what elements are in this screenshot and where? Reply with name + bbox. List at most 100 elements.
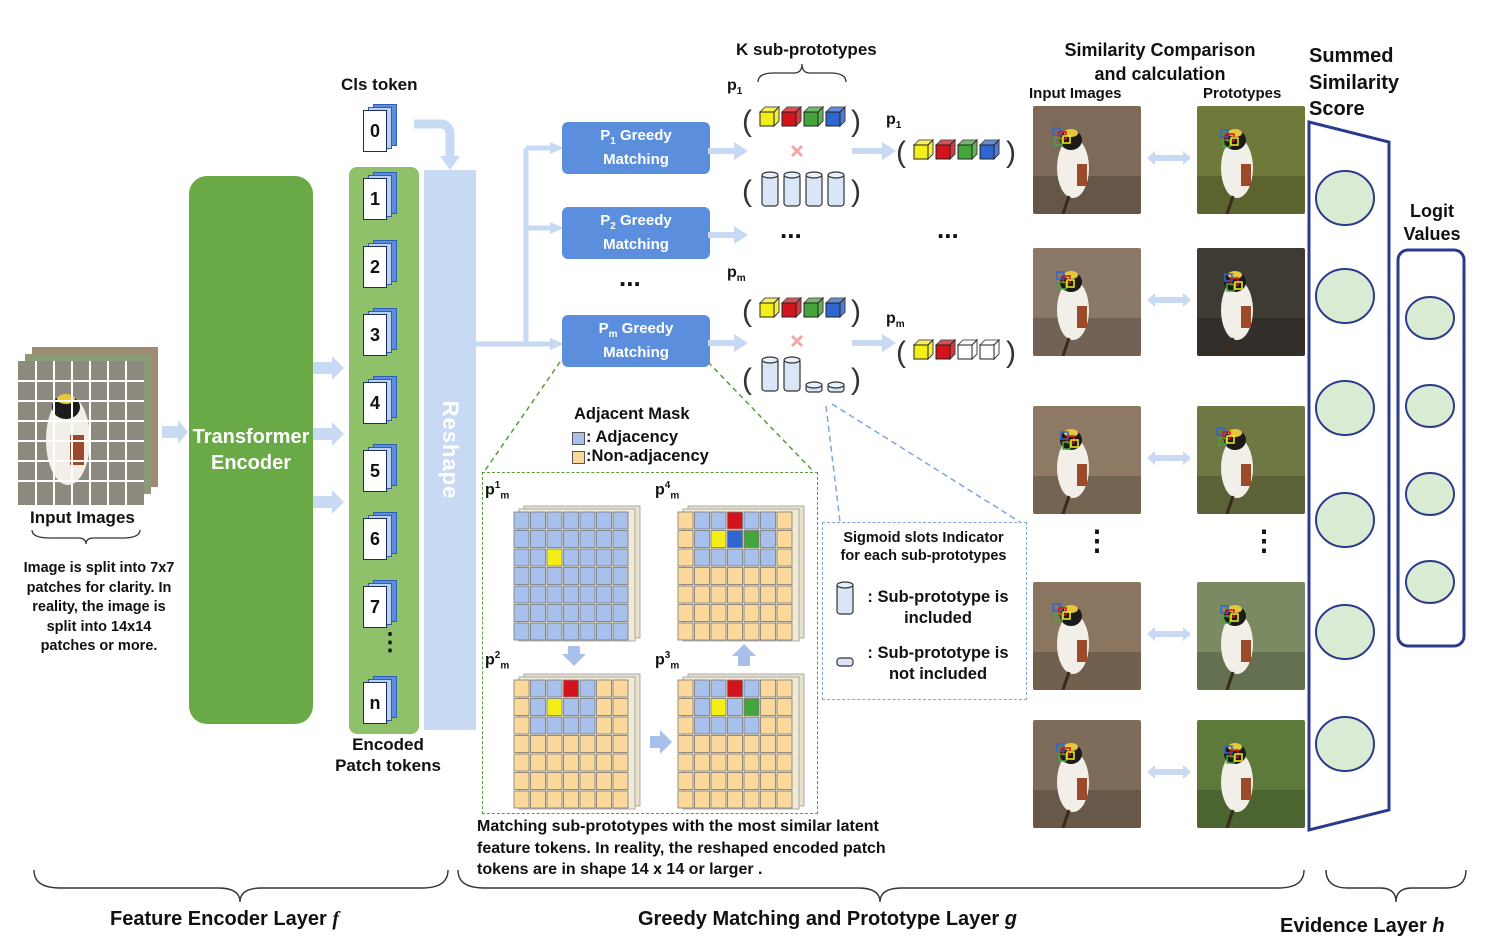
sigmoid-indicator-panel	[822, 522, 1027, 700]
prototype-bird-image	[1197, 106, 1305, 214]
p1-label: p1	[727, 77, 742, 97]
layer-f-symbol: f	[332, 908, 339, 930]
mask-grid	[513, 673, 641, 810]
summed-similarity-layer	[1307, 120, 1391, 832]
layer-h-symbol: h	[1432, 915, 1445, 937]
cls-arrow	[414, 119, 460, 170]
token-vdots: ⋮	[378, 629, 402, 656]
reshape-label: Reshape	[438, 400, 463, 500]
sigmoid-slot	[827, 171, 845, 207]
photo-vdots-2: ⋮	[1250, 525, 1278, 556]
subprototype-cube	[824, 105, 847, 128]
bracket: (	[742, 105, 752, 138]
subprototype-panel: ()()()()()()	[708, 105, 1016, 396]
summed-node	[1315, 170, 1375, 226]
grid-arrow-down	[562, 646, 586, 666]
brace-g	[457, 869, 1305, 903]
compare-arrow	[1147, 450, 1191, 466]
subprototype-cube	[802, 296, 825, 319]
input-bird-image	[1033, 582, 1141, 690]
logit-node	[1405, 384, 1455, 428]
sigmoid-slot	[805, 381, 823, 393]
mask-grid	[513, 505, 641, 642]
proto-ellipsis-1: ...	[780, 214, 802, 244]
patch-token: 5	[363, 444, 397, 494]
multiply-marks	[790, 144, 804, 348]
summed-node	[1315, 268, 1375, 324]
transformer-label-2: Encoder	[210, 452, 292, 474]
included-label-2: included	[904, 609, 972, 627]
split-note-line: Image is split into 7x7	[23, 560, 175, 576]
greedy-title: P2 Greedy	[600, 212, 672, 232]
grid-arrow-right	[650, 730, 672, 754]
patch-token-index: 3	[363, 314, 387, 356]
input-brace	[31, 529, 141, 545]
adjacent-mask-panel	[482, 472, 818, 814]
summed-node	[1315, 604, 1375, 660]
dashed-connectors	[483, 361, 1021, 523]
logit-node	[1405, 296, 1455, 340]
mask-grid-label: p2m	[485, 650, 510, 672]
sigmoid-title-2: for each sub-prototypes	[840, 548, 1007, 564]
k-brace	[757, 63, 847, 83]
mask-grid	[677, 505, 805, 642]
encoded-label: Encoded Patch tokens	[328, 734, 448, 776]
p1-main: p	[727, 77, 737, 94]
layer-f-label: Feature Encoder Layer f	[110, 908, 339, 931]
layer-g-label: Greedy Matching and Prototype Layer g	[638, 908, 1017, 931]
pm-out-label: pm	[886, 310, 905, 330]
mask-grids	[513, 505, 805, 810]
compare-arrow	[1147, 150, 1191, 166]
compare-arrow	[1147, 764, 1191, 780]
subprototype-cube	[912, 138, 935, 161]
pm-main: p	[727, 264, 737, 281]
bracket: (	[742, 363, 752, 396]
patch-token-index: 4	[363, 382, 387, 424]
compare-arrow	[1147, 292, 1191, 308]
p1-out-main: p	[886, 111, 896, 128]
sigmoid-slot	[783, 171, 801, 207]
logit-layer	[1396, 248, 1466, 648]
brace-h	[1325, 869, 1467, 903]
patch-token-index: 7	[363, 586, 387, 628]
greedy-subtitle: Matching	[603, 236, 669, 253]
logit-label-1: Logit	[1410, 201, 1454, 221]
similarity-title: Similarity Comparison and calculation	[1040, 38, 1280, 86]
similarity-title-2: and calculation	[1094, 64, 1226, 84]
bracket: )	[851, 105, 861, 138]
sim-proto-label: Prototypes	[1203, 85, 1282, 102]
cls-token-label: Cls token	[341, 75, 418, 94]
sigmoid-title: Sigmoid slots Indicator for each sub-pro…	[822, 529, 1025, 565]
sim-input-label: Input Images	[1029, 85, 1122, 102]
layer-g-symbol: g	[1004, 908, 1017, 930]
not-included-label-1: : Sub-prototype is	[867, 644, 1009, 662]
layer-g-text: Greedy Matching and Prototype Layer	[638, 908, 1000, 930]
greedy-title: P1 Greedy	[600, 127, 672, 147]
sigmoid-slot	[805, 171, 823, 207]
transformer-label-1: Transformer	[192, 426, 310, 448]
patch-token-index: 6	[363, 518, 387, 560]
subprototype-cube	[780, 296, 803, 319]
summed-label-2: Similarity	[1309, 71, 1400, 94]
greedy-subtitle: Matching	[603, 151, 669, 168]
layer-f-text: Feature Encoder Layer	[110, 908, 327, 930]
input-bird-image	[1033, 406, 1141, 514]
subprototype-cube	[934, 338, 957, 361]
bracket: (	[896, 336, 906, 369]
logit-label-2: Values	[1403, 224, 1461, 244]
k-subprototypes-label: K sub-prototypes	[736, 40, 877, 59]
mask-grid-label: p3m	[655, 650, 680, 672]
sigmoid-slot	[783, 356, 801, 392]
similarity-title-1: Similarity Comparison	[1064, 40, 1256, 60]
bracket: )	[851, 363, 861, 396]
pm-out-sub: m	[895, 319, 905, 331]
non-adjacency-label: :Non-adjacency	[586, 447, 709, 465]
subprototype-cube	[758, 105, 781, 128]
input-bird-image	[1033, 106, 1141, 214]
layer-braces	[33, 869, 1467, 903]
subprototype-cube	[824, 296, 847, 319]
sigmoid-slot	[827, 381, 845, 393]
